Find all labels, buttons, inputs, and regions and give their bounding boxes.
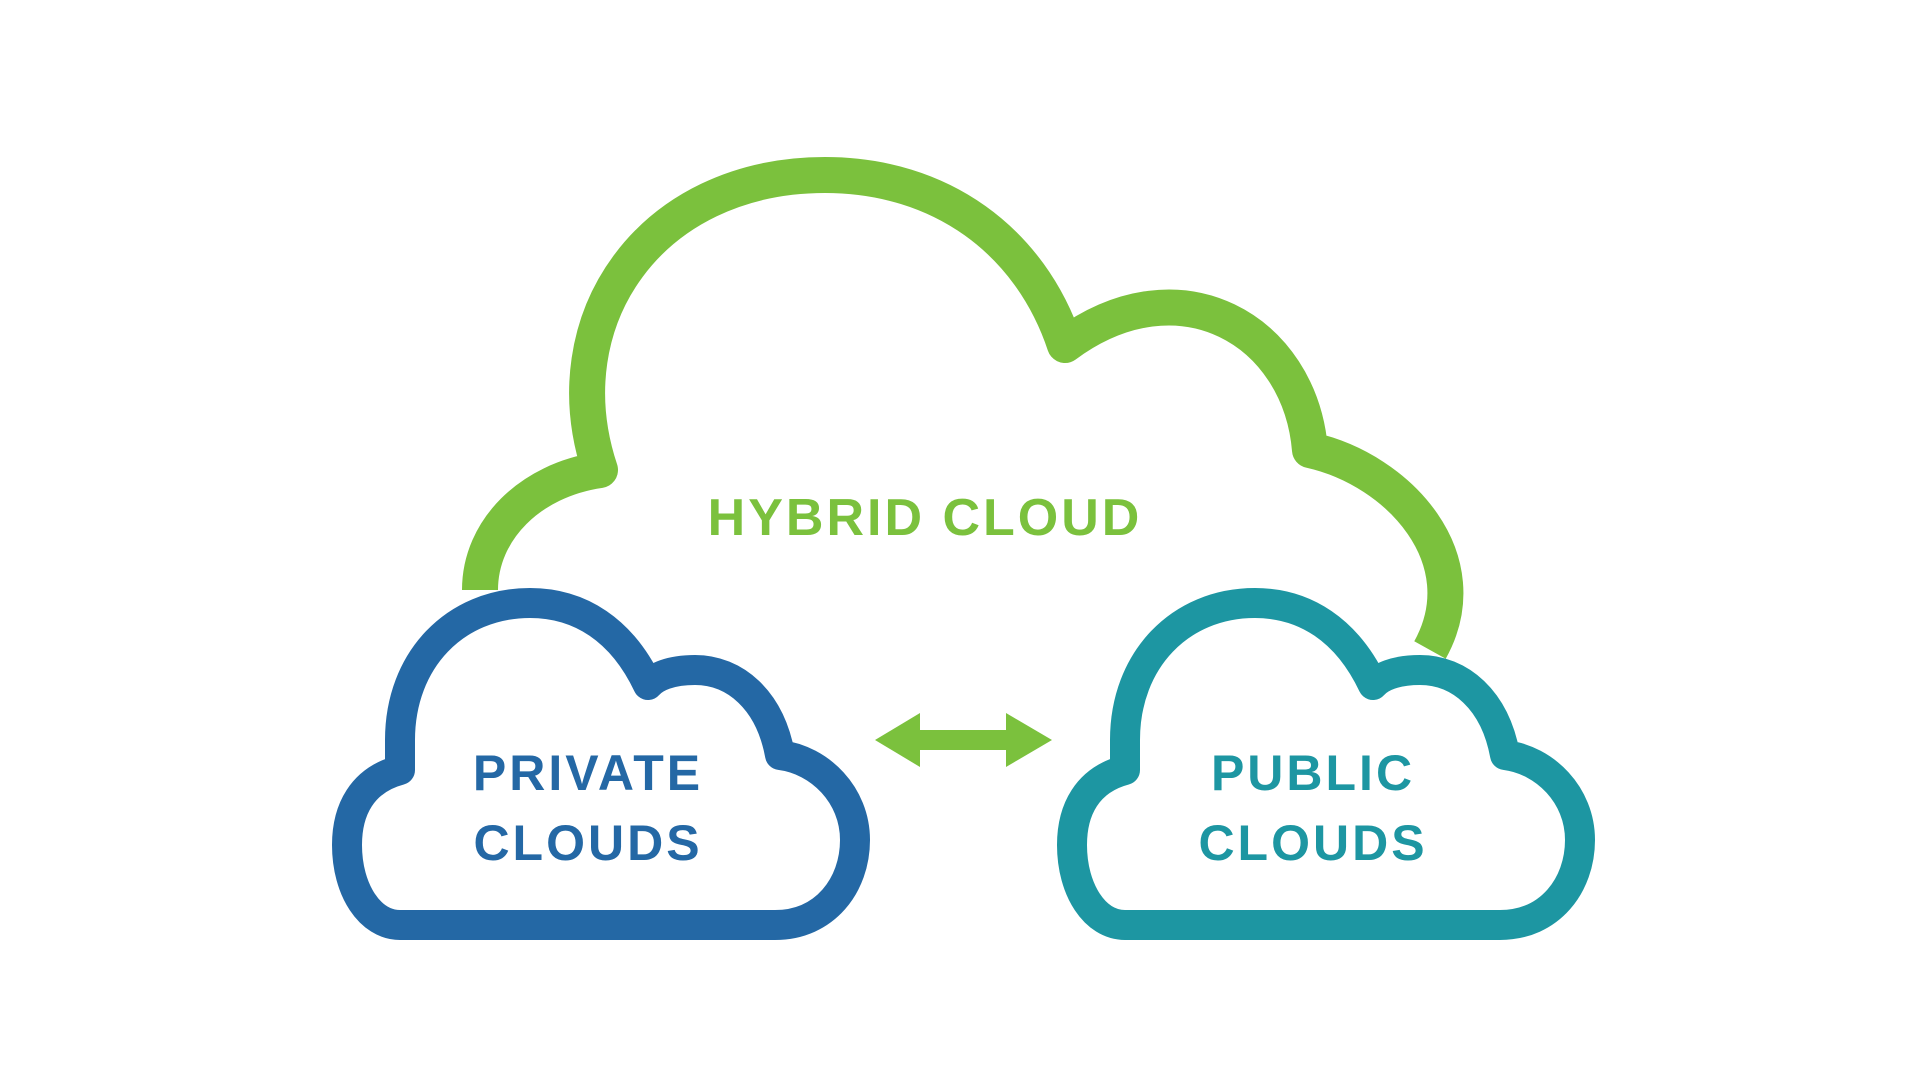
arrow-shaft <box>918 730 1008 750</box>
private-cloud-outline <box>332 588 870 940</box>
double-arrow-icon <box>875 713 1052 767</box>
hybrid-cloud-outline <box>462 157 1464 659</box>
public-cloud-label-line2: CLOUDS <box>1198 815 1427 871</box>
private-cloud-label-line1: PRIVATE <box>473 745 703 801</box>
private-cloud-label-line2: CLOUDS <box>473 815 702 871</box>
arrow-head-left <box>875 713 920 767</box>
public-cloud-label-line1: PUBLIC <box>1211 745 1415 801</box>
hybrid-cloud-label: HYBRID CLOUD <box>708 489 1143 547</box>
public-cloud-outline <box>1057 588 1595 940</box>
arrow-head-right <box>1006 713 1052 767</box>
